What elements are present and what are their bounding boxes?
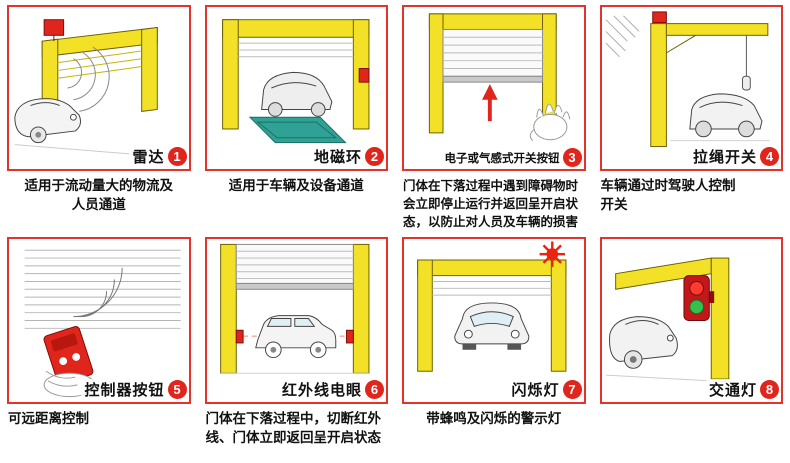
magnetic-loop-mat xyxy=(248,116,347,144)
panel-label: 控制器按钮 xyxy=(84,382,165,400)
panel-label: 电子或气感式开关按钮 xyxy=(444,152,560,165)
remote-illustration xyxy=(24,250,181,398)
door-frame xyxy=(219,244,369,375)
panel-description: 门体在下落过程中遇到障碍物时 会立即停止运行并返回呈开启状 态，以防止对人员及车… xyxy=(403,179,579,230)
panel-caption: 红外线电眼 6 xyxy=(278,379,384,401)
safety-edge-illustration xyxy=(428,13,571,142)
panel-description: 可远距离控制 xyxy=(8,411,89,427)
panel-label: 红外线电眼 xyxy=(281,382,362,400)
door-frame xyxy=(614,257,729,380)
car-icon xyxy=(688,93,763,138)
panel-description xyxy=(600,404,784,410)
shutter-curtain xyxy=(235,244,354,291)
panel-radar-box: 雷达 1 xyxy=(7,5,191,171)
car-icon xyxy=(454,302,530,351)
car-icon xyxy=(254,315,336,359)
panel-ground-loop: 地磁环 2 适用于车辆及设备通道 xyxy=(204,5,388,231)
panel-traffic-light-box: 交通灯 8 xyxy=(599,237,783,405)
pull-rope-icon xyxy=(741,35,751,91)
panel-description: 车辆通过时驾驶人控制 开关 xyxy=(600,178,736,212)
switch-box-icon xyxy=(651,11,667,24)
panel-safety-edge-box: 电子或气感式开关按钮 3 xyxy=(402,5,586,171)
car-icon xyxy=(260,71,332,117)
panel-caption: 地磁环 2 xyxy=(310,146,384,167)
shutter-curtain xyxy=(442,28,544,83)
number-badge: 8 xyxy=(760,380,779,400)
panel-label: 闪烁灯 xyxy=(511,382,560,400)
panel-description: 适用于车辆及设备通道 xyxy=(228,178,364,193)
number-badge: 4 xyxy=(760,147,779,166)
panel-caption: 拉绳开关 4 xyxy=(689,146,779,167)
radar-sensor-icon xyxy=(43,19,65,42)
panel-description: 门体在下落过程中，切断红外 线、门体立即返回呈开启状态 xyxy=(205,411,382,446)
panel-pull-rope-box: 拉绳开关 4 xyxy=(599,5,783,171)
car-icon xyxy=(14,98,82,144)
panel-caption: 交通灯 8 xyxy=(705,379,779,401)
panel-caption: 电子或气感式开关按钮 3 xyxy=(441,148,582,167)
door-frame xyxy=(417,259,567,373)
number-badge: 7 xyxy=(562,380,582,400)
panel-remote: 控制器按钮 5 可远距离控制 xyxy=(7,237,191,448)
traffic-light-icon xyxy=(682,275,714,322)
panel-safety-edge: 电子或气感式开关按钮 3 门体在下落过程中遇到障碍物时 会立即停止运行并返回呈开… xyxy=(402,5,586,231)
panel-caption: 控制器按钮 5 xyxy=(81,379,187,401)
radar-illustration xyxy=(14,19,158,155)
pole-and-arm xyxy=(649,23,768,148)
panel-flash-light-box: 闪烁灯 7 xyxy=(402,237,586,405)
panel-remote-box: 控制器按钮 5 xyxy=(7,237,191,405)
panel-caption: 闪烁灯 7 xyxy=(508,379,582,401)
panel-label: 交通灯 xyxy=(708,382,757,400)
traffic-light-illustration xyxy=(605,257,748,384)
panel-label: 拉绳开关 xyxy=(692,149,757,166)
number-badge: 2 xyxy=(365,147,384,166)
shutter-curtain xyxy=(24,250,181,330)
panel-ground-loop-box: 地磁环 2 xyxy=(204,5,388,171)
flashing-light-icon xyxy=(539,241,565,268)
number-badge: 1 xyxy=(167,147,187,166)
photo-eye-sensor-left xyxy=(235,330,244,344)
panel-description: 适用于流动量大的物流及 人员通道 xyxy=(24,178,174,212)
door-frame xyxy=(428,13,557,134)
number-badge: 3 xyxy=(562,148,582,167)
ground-loop-illustration xyxy=(221,19,369,144)
hand-icon xyxy=(529,103,571,142)
panel-flash-light: 闪烁灯 7 带蜂鸣及闪烁的警示灯 xyxy=(402,237,586,448)
photo-eye-sensor-right xyxy=(345,330,354,344)
panel-traffic-light: 交通灯 8 xyxy=(599,237,784,448)
panel-radar: 雷达 1 适用于流动量大的物流及 人员通道 xyxy=(7,5,191,231)
control-box-icon xyxy=(358,68,369,83)
panel-photo-eye: 红外线电眼 6 门体在下落过程中，切断红外 线、门体立即返回呈开启状态 xyxy=(204,237,388,448)
panel-label: 地磁环 xyxy=(313,149,362,166)
panel-label: 雷达 xyxy=(132,149,165,166)
signal-waves xyxy=(73,268,123,318)
up-arrow-icon xyxy=(482,84,498,122)
radar-waves xyxy=(67,46,110,112)
panel-pull-rope: 拉绳开关 4 车辆通过时驾驶人控制 开关 xyxy=(599,5,783,231)
panel-description: 带蜂鸣及闪烁的警示灯 xyxy=(426,411,562,427)
car-icon xyxy=(608,316,678,370)
photo-eye-illustration xyxy=(219,244,369,375)
number-badge: 5 xyxy=(167,380,187,400)
panel-photo-eye-box: 红外线电眼 6 xyxy=(204,237,388,405)
pull-rope-illustration xyxy=(605,11,770,148)
door-frame xyxy=(221,19,369,130)
accessory-diagram-grid: 雷达 1 适用于流动量大的物流及 人员通道 xyxy=(7,5,784,448)
flash-light-illustration xyxy=(417,241,567,373)
hatched-wall xyxy=(605,15,639,58)
panel-caption: 雷达 1 xyxy=(129,146,187,167)
number-badge: 6 xyxy=(365,380,384,400)
